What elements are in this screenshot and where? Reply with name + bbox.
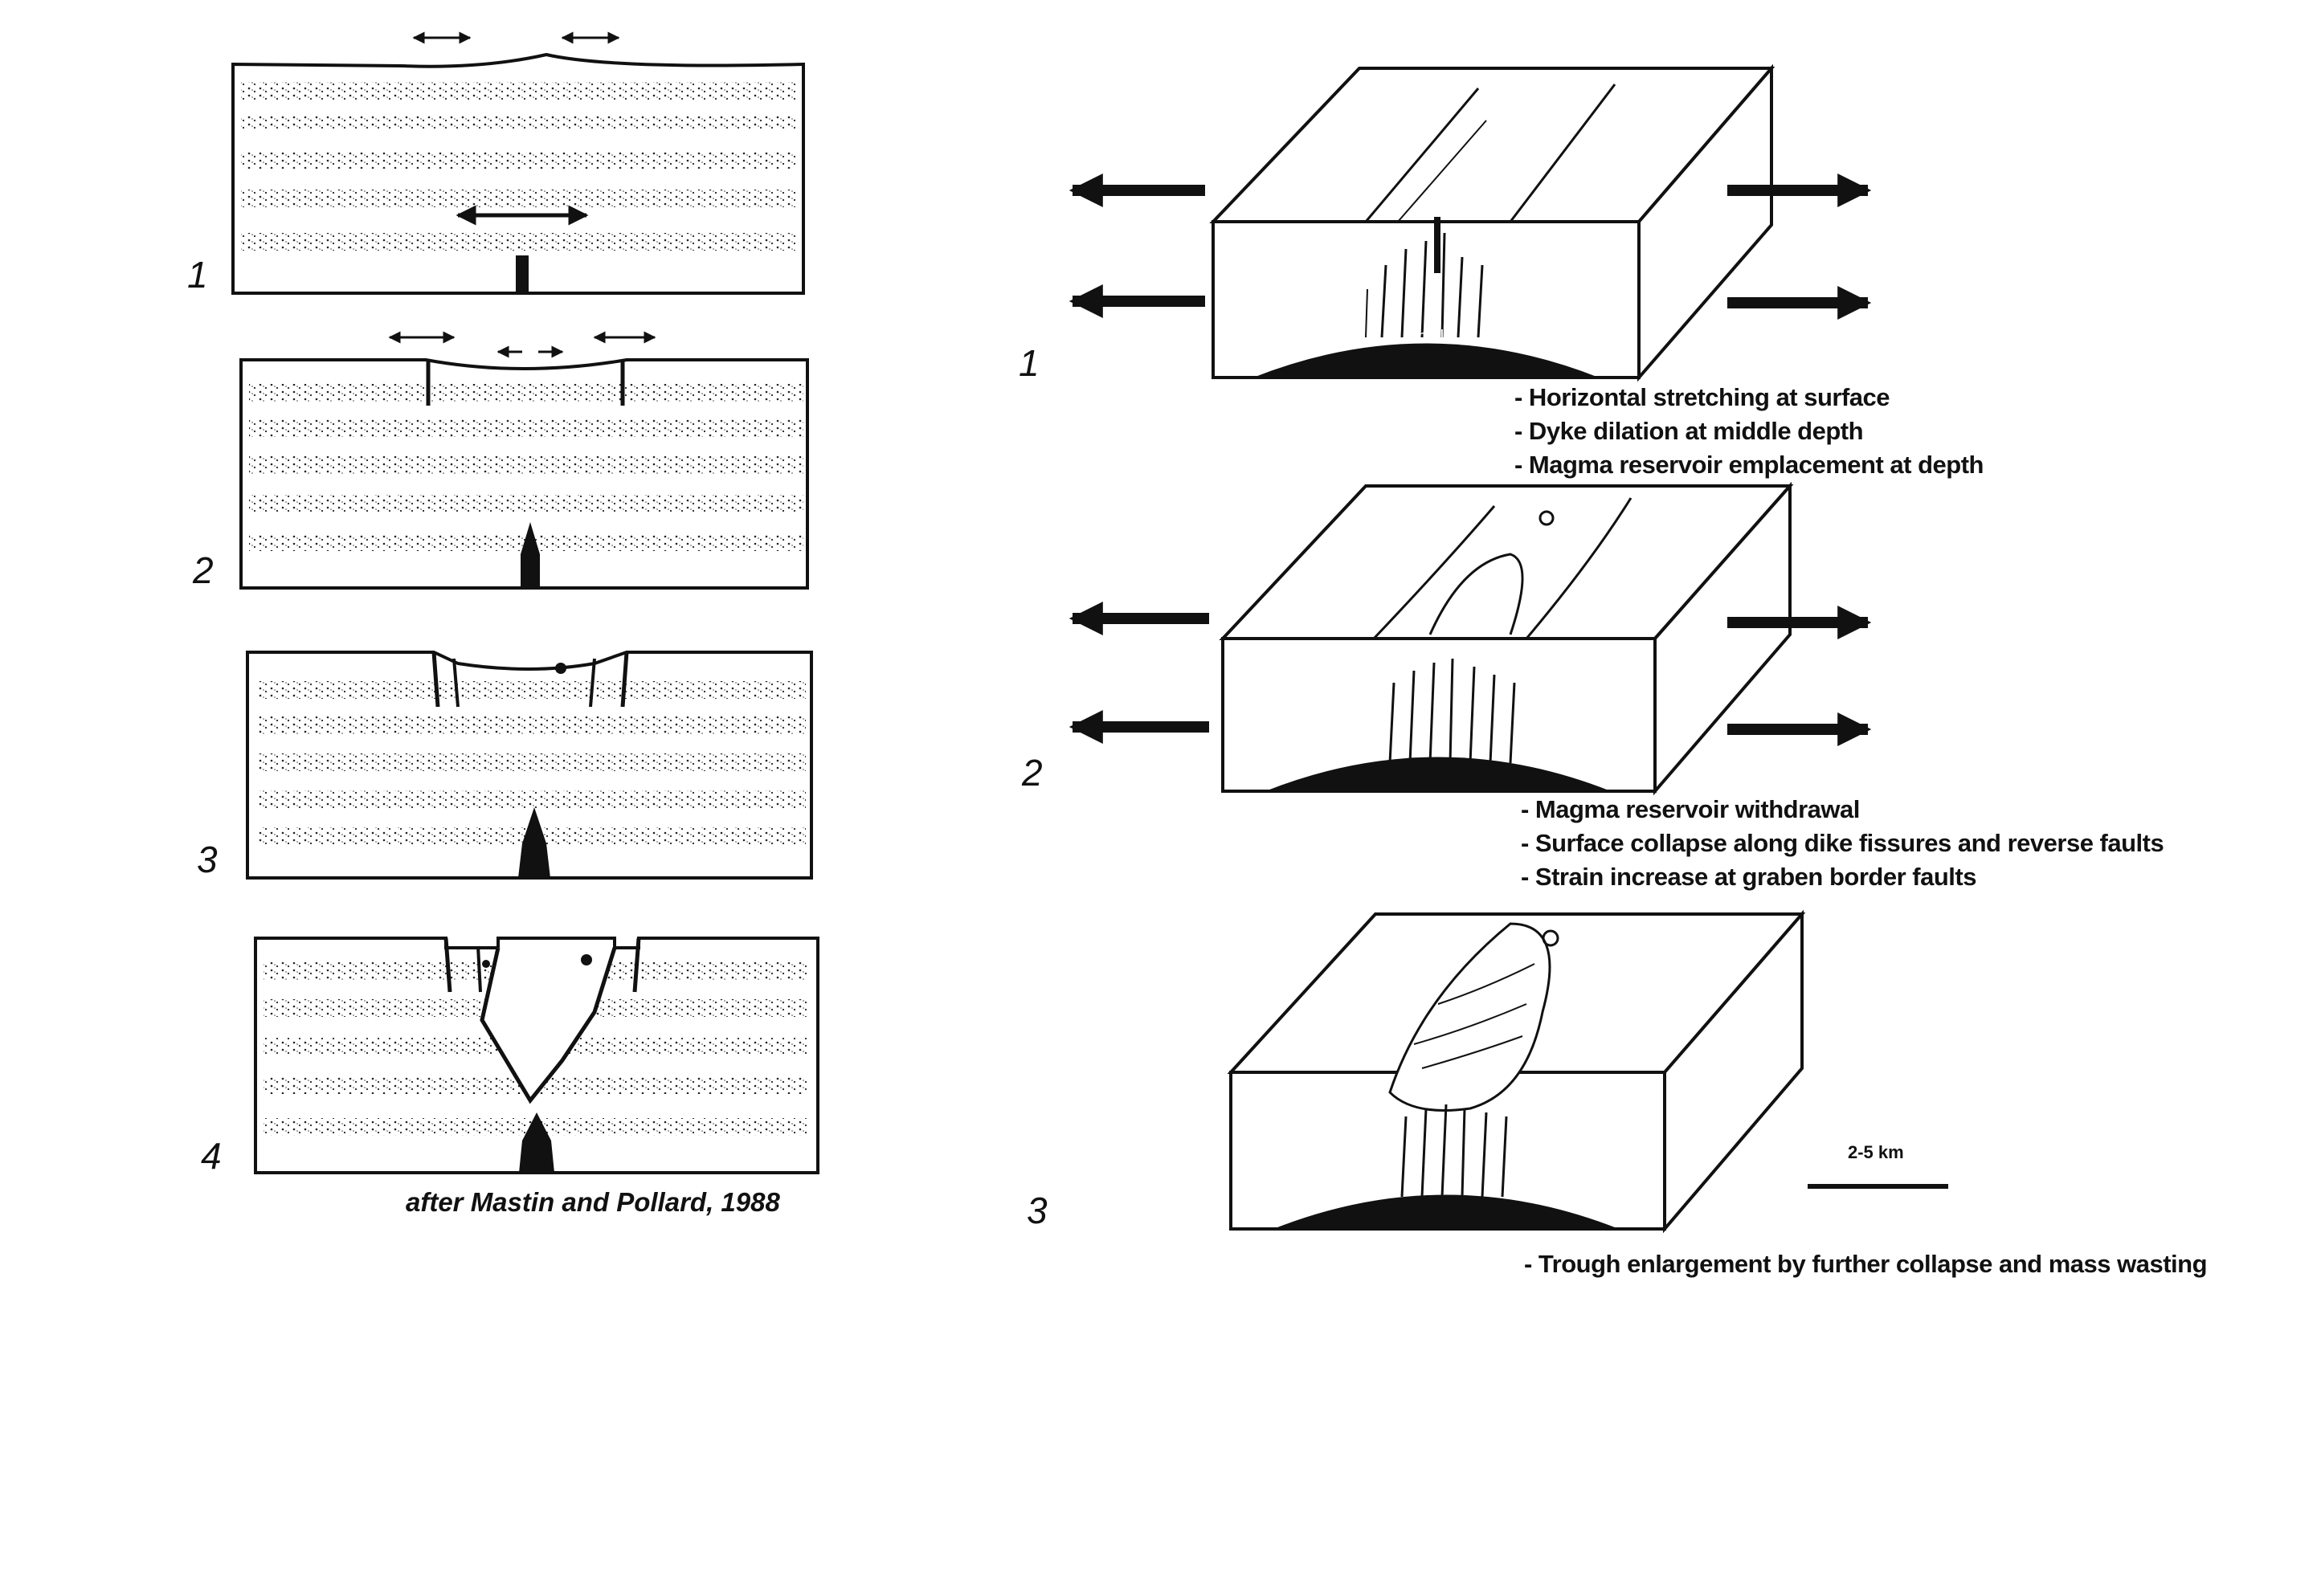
caption-line: - Surface collapse along dike fissures a… [1521, 827, 2164, 860]
cross-section-label-1: 1 [187, 253, 208, 296]
cross-section-label-2: 2 [193, 549, 214, 592]
cross-section-4 [255, 938, 818, 1173]
cross-section-2 [241, 337, 807, 588]
cross-section-1 [233, 38, 803, 293]
caption-stage-3: - Trough enlargement by further collapse… [1524, 1247, 2207, 1281]
caption-line: - Magma reservoir withdrawal [1521, 793, 2164, 827]
block-label-1: 1 [1019, 341, 1040, 385]
block-label-2: 2 [1022, 751, 1043, 794]
block-diagram-2 [1073, 486, 1868, 791]
cross-section-3 [247, 652, 811, 878]
credit-text: after Mastin and Pollard, 1988 [406, 1187, 780, 1218]
caption-line: - Strain increase at graben border fault… [1521, 860, 2164, 894]
caption-line: - Horizontal stretching at surface [1514, 381, 1984, 414]
cross-section-label-4: 4 [201, 1134, 222, 1178]
caption-stage-2: - Magma reservoir withdrawal - Surface c… [1521, 793, 2164, 894]
block-label-3: 3 [1027, 1189, 1048, 1232]
caption-stage-1: - Horizontal stretching at surface - Dyk… [1514, 381, 1984, 482]
caption-line: - Trough enlargement by further collapse… [1524, 1247, 2207, 1281]
scale-bar-label: 2-5 km [1848, 1142, 1904, 1163]
melt-label: melt [1418, 328, 1449, 345]
block-diagram-3 [1231, 914, 1948, 1229]
caption-line: - Dyke dilation at middle depth [1514, 414, 1984, 448]
cross-section-label-3: 3 [197, 838, 218, 881]
block-diagram-1: melt [1073, 68, 1868, 378]
caption-line: - Magma reservoir emplacement at depth [1514, 448, 1984, 482]
